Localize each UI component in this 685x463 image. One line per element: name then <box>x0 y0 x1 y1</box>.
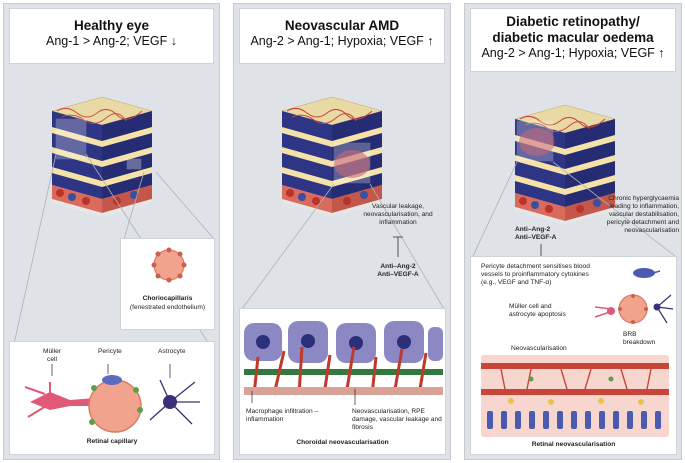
panel-title: Neovascular AMD <box>284 18 400 33</box>
muller-cell-shape <box>24 382 95 418</box>
retina-layers <box>52 111 152 199</box>
panel-subtitle: Ang-1 > Ang-2; VEGF ↓ <box>46 34 177 48</box>
inset-caption: Choroidal neovascularisation <box>296 439 389 446</box>
chronic-text: Chronic hyperglycaemia leading to inflam… <box>606 195 679 234</box>
retinal-capillary-illustration <box>24 364 200 433</box>
astrocyte-label: Astrocyte <box>158 348 186 355</box>
drug-line-1: Anti–Ang-2 <box>380 263 416 270</box>
retina-block-illustration <box>51 96 153 217</box>
inset-caption: Retinal neovascularisation <box>531 441 616 448</box>
brb-text: BRB breakdown <box>623 331 656 346</box>
retinal-neovascularisation-inset: Pericyte detachment sensitises blood ves… <box>470 256 677 455</box>
panel-title-line-2: diabetic macular oedema <box>492 30 654 45</box>
choroidal-inset: Macrophage infiltration – inflammation N… <box>239 308 446 455</box>
callout-lines <box>241 183 445 310</box>
choroidal-neovascularisation-illustration <box>244 321 443 396</box>
drug-line-2: Anti–VEGF-A <box>515 234 557 241</box>
retinal-capillary-inset: Müller cell Pericyte Astrocyte Retinal c <box>9 341 215 455</box>
inset-arrows <box>251 389 356 405</box>
panel-neovascular-amd: Neovascular AMD Ang-2 > Ang-1; Hypoxia; … <box>233 3 451 460</box>
panel-header: Diabetic retinopathy/ diabetic macular o… <box>470 8 676 72</box>
panel-header: Neovascular AMD Ang-2 > Ang-1; Hypoxia; … <box>239 8 445 64</box>
choroid-vessels <box>52 185 152 213</box>
detached-pericyte-icon <box>633 268 661 278</box>
panel-title-line-1: Diabetic retinopathy/ <box>506 14 640 29</box>
pericyte-label: Pericyte <box>98 348 122 355</box>
pericyte-text: Pericyte detachment sensitises blood ves… <box>481 263 590 286</box>
neo-text: Neovascularisation, RPE damage, vascular… <box>352 408 442 431</box>
effect-text: Vascular leakage, neovascularisation, an… <box>363 203 433 226</box>
panel-title: Healthy eye <box>73 18 150 33</box>
choriocapillaris-inset: Choriocapillaris (fenestrated endotheliu… <box>120 238 215 330</box>
choriocapillaris-cell <box>151 247 187 283</box>
neo-label: Neovascularisation <box>511 345 567 352</box>
retina-block-illustration <box>281 96 383 217</box>
inset-caption: Retinal capillary <box>86 438 138 445</box>
photoreceptors <box>487 411 661 429</box>
inset-title: Choriocapillaris <box>142 295 193 302</box>
drug-line-2: Anti–VEGF-A <box>377 271 419 278</box>
inset-subtitle: (fenestrated endothelium) <box>129 304 206 311</box>
retina-block-illustration <box>514 104 616 225</box>
macrophage-text: Macrophage infiltration – inflammation <box>246 408 319 423</box>
apoptosis-illustration <box>594 294 674 324</box>
astrocyte-shape <box>149 379 200 425</box>
panel-subtitle: Ang-2 > Ang-1; Hypoxia; VEGF ↑ <box>481 46 665 60</box>
panel-header: Healthy eye Ang-1 > Ang-2; VEGF ↓ <box>9 8 214 64</box>
muller-text: Müller cell and astrocyte apoptosis <box>509 303 566 318</box>
muller-label: Müller cell <box>43 348 61 363</box>
panel-diabetic-retinopathy: Diabetic retinopathy/ diabetic macular o… <box>464 3 682 460</box>
panel-subtitle: Ang-2 > Ang-1; Hypoxia; VEGF ↑ <box>250 34 434 48</box>
retinal-neovascularisation-illustration <box>481 355 669 437</box>
drug-line-1: Anti–Ang-2 <box>515 226 551 233</box>
panel-healthy-eye: Healthy eye Ang-1 > Ang-2; VEGF ↓ <box>3 3 220 460</box>
